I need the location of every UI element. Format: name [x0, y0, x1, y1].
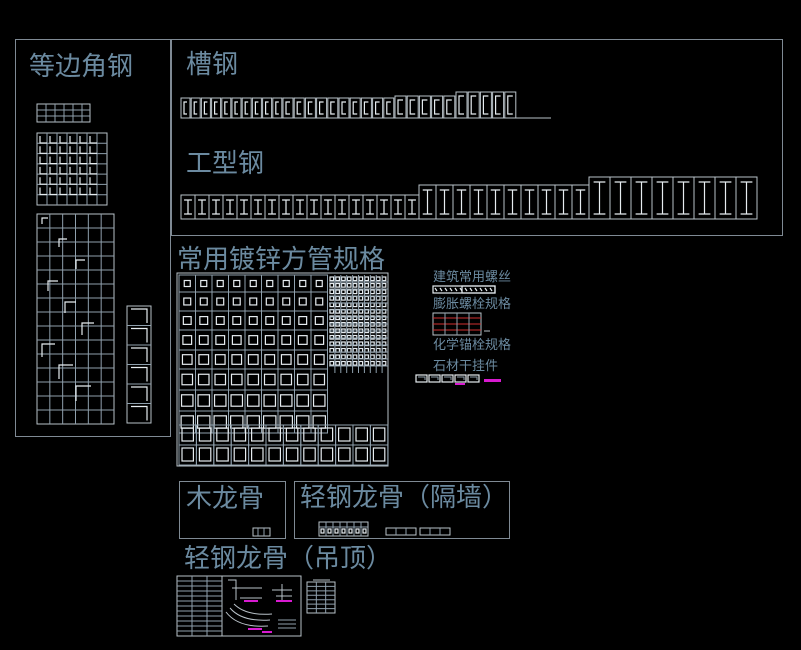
partition-keel-frame[interactable]: [294, 481, 510, 539]
building-bolts-title: 建筑常用螺丝: [433, 270, 512, 285]
channel-steel-title: 槽钢: [186, 50, 239, 80]
equal-angle-title: 等边角钢: [29, 52, 134, 82]
wood-keel-title: 木龙骨: [186, 484, 265, 514]
ceiling-keel-title: 轻钢龙骨（吊顶）: [184, 544, 393, 574]
expansion-bolts-title: 膨胀螺栓规格: [433, 297, 512, 312]
square-tube-title: 常用镀锌方管规格: [177, 245, 386, 275]
i-beam-title: 工型钢: [186, 149, 265, 179]
stone-hanger-title: 石材干挂件: [433, 359, 499, 374]
chemical-anchor-title: 化学锚栓规格: [433, 338, 512, 353]
equal-angle-frame[interactable]: [15, 39, 171, 437]
wood-keel-frame[interactable]: [179, 481, 286, 539]
partition-keel-title: 轻钢龙骨（隔墙）: [300, 483, 509, 513]
channel-ibeam-frame[interactable]: [171, 39, 783, 236]
